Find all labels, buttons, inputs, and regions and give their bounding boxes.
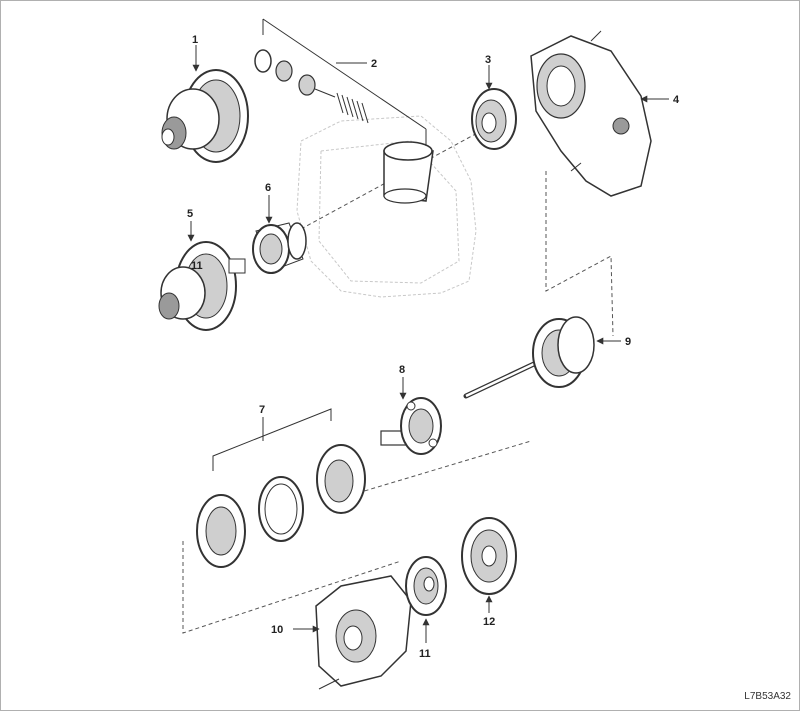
callout-labels: 1 2 3 4 5 6 7 8 9 10 11 11 12 — [187, 34, 680, 660]
part-8-planetary-carrier — [380, 397, 442, 455]
callout-7: 7 — [259, 404, 265, 416]
transaxle-housing-outline — [296, 115, 477, 298]
part-10-oil-pump-housing — [315, 575, 412, 690]
assembly-paths — [182, 130, 614, 634]
part-9-input-shaft-drum — [463, 316, 595, 399]
part-1-differential-assembly — [161, 69, 249, 163]
callout-2: 2 — [371, 58, 377, 70]
part-6-bearing-drum — [252, 222, 307, 274]
callout-9: 9 — [625, 336, 631, 348]
callout-10: 10 — [271, 624, 283, 636]
callout-1: 1 — [192, 34, 198, 46]
part-3-clutch-drum — [471, 88, 517, 150]
callout-5: 5 — [187, 208, 193, 220]
part-7-clutch-pack — [196, 444, 366, 568]
figure-code: L7B53A32 — [744, 691, 791, 702]
callout-8: 8 — [399, 364, 405, 376]
leader-lines — [187, 18, 669, 643]
part-4-transaxle-case — [530, 30, 652, 197]
callout-12: 12 — [483, 616, 495, 628]
part-5-differential-pinion — [158, 241, 246, 331]
part-12-driven-gear — [461, 517, 517, 595]
callout-4: 4 — [673, 94, 680, 106]
callout-11-lower: 11 — [419, 648, 431, 660]
callout-11-upper: 11 — [191, 260, 203, 272]
callout-6: 6 — [265, 182, 271, 194]
part-11-gear — [405, 556, 447, 616]
callout-3: 3 — [485, 54, 491, 66]
part-2-shaft-components — [254, 49, 434, 204]
